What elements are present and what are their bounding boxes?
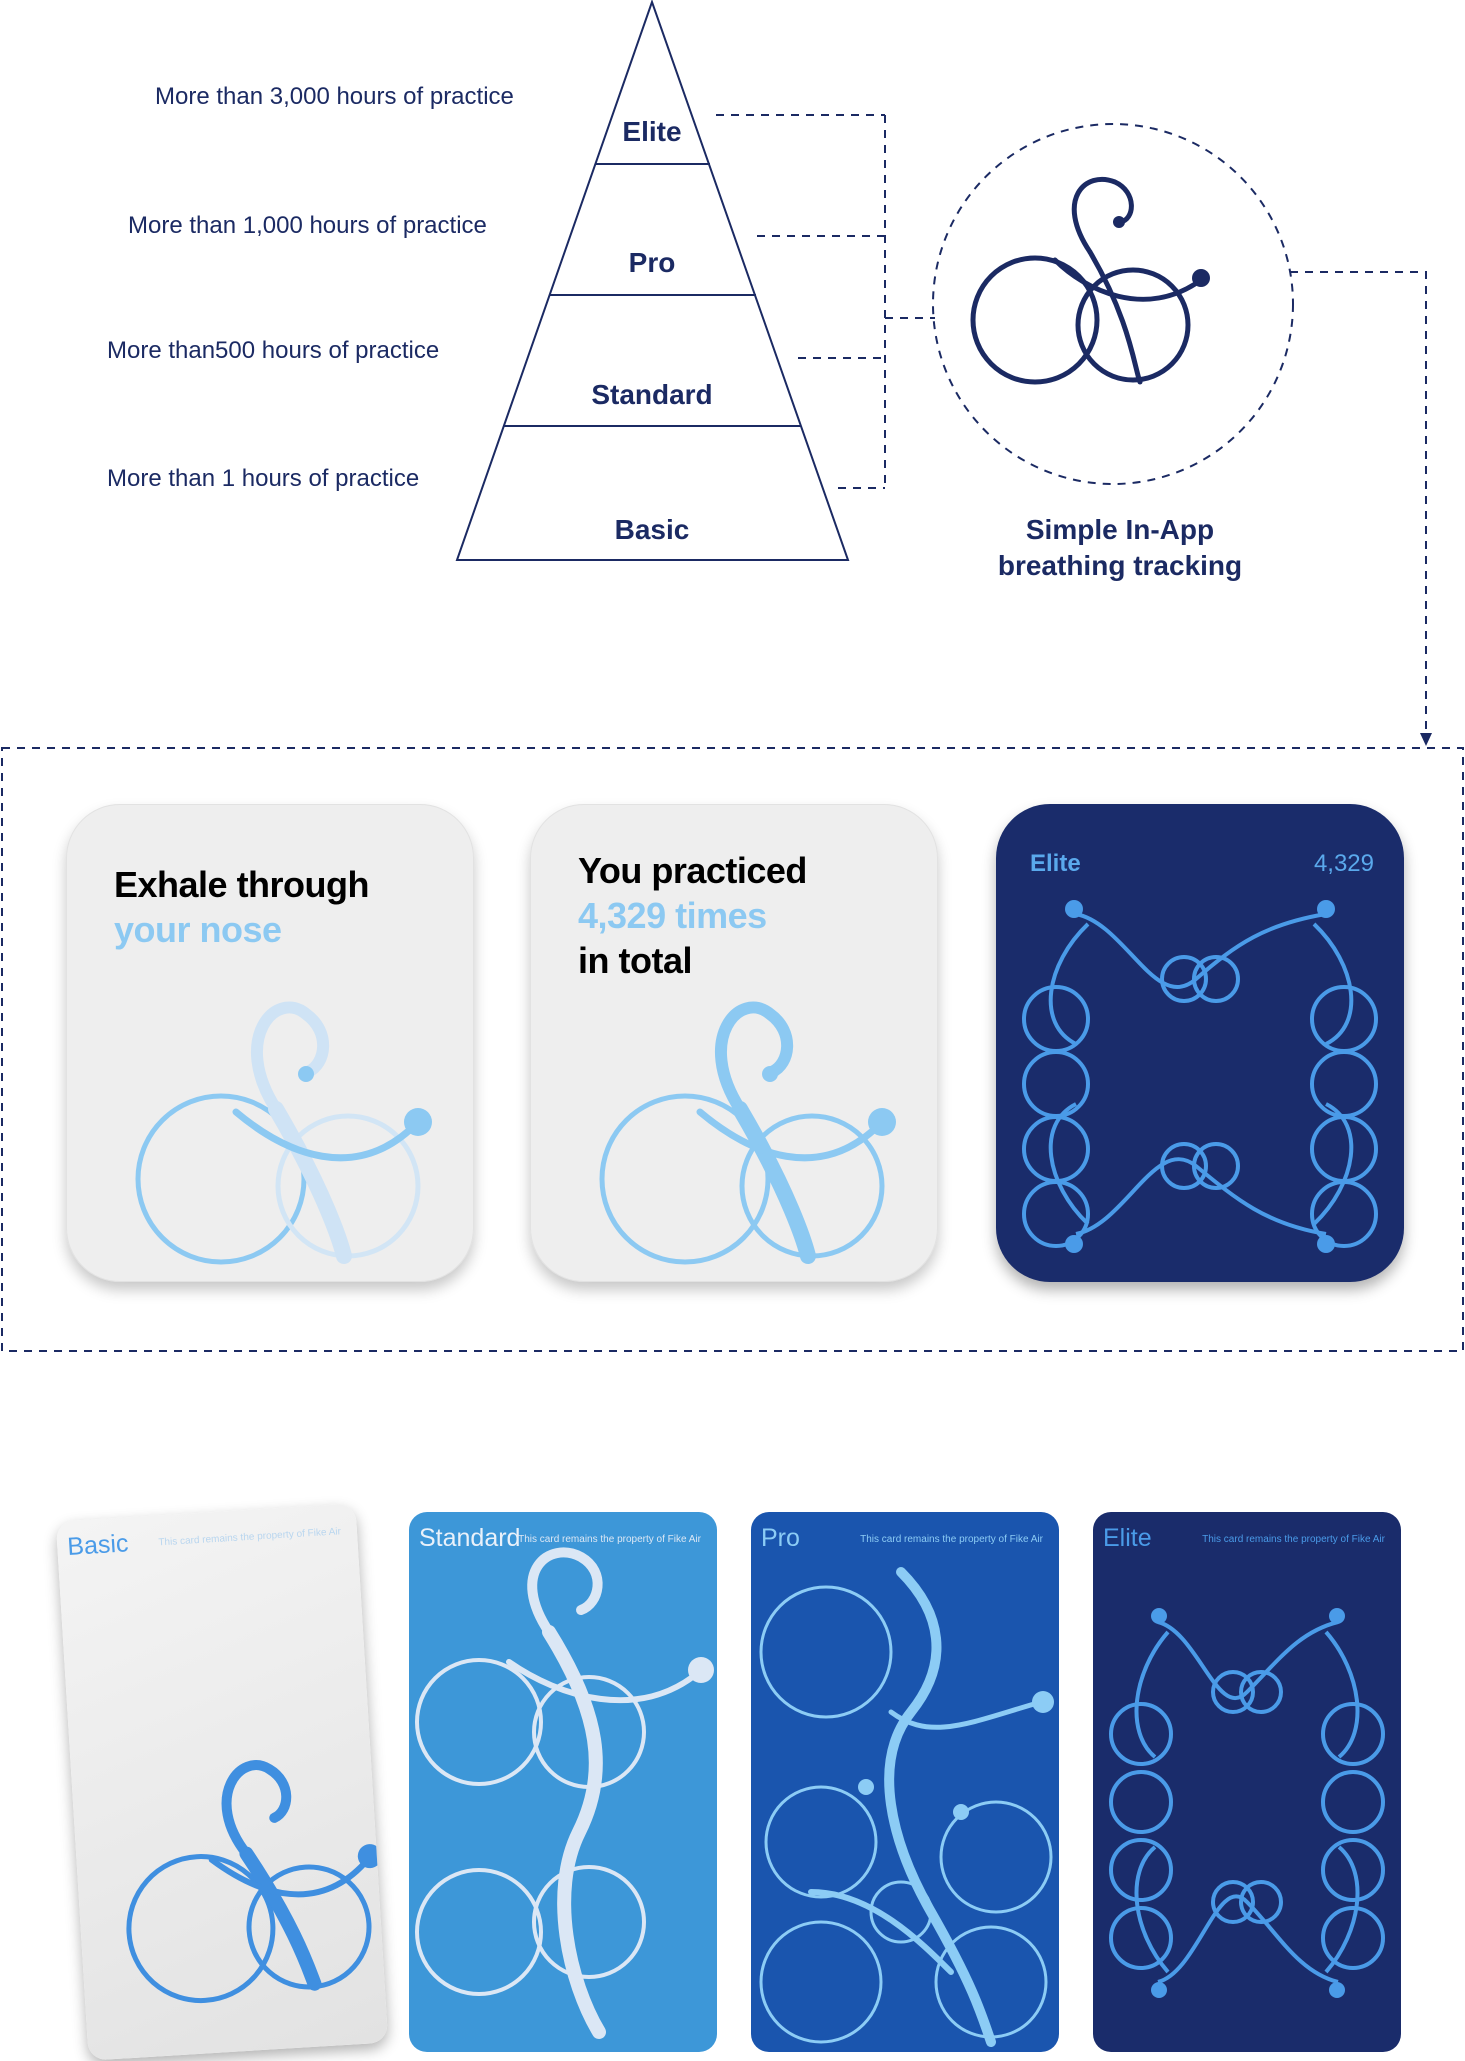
pro-card-name: Pro: [761, 1524, 800, 1552]
membership-card-elite: Elite This card remains the property of …: [1093, 1512, 1401, 2052]
swirl-pattern-icon: [415, 1547, 714, 2039]
pro-card-note: This card remains the property of Fike A…: [860, 1534, 1043, 1545]
tier-basic-label: Basic: [614, 514, 690, 545]
app-screen-practice-count: You practiced 4,329 times in total: [530, 804, 938, 1282]
tier-elite-label: Elite: [622, 116, 682, 147]
practice-heading: You practiced 4,329 times in total: [578, 848, 807, 983]
brand-caption: Simple In-App breathing tracking: [940, 512, 1300, 584]
basic-card-note: This card remains the property of Fike A…: [158, 1526, 342, 1549]
app-screens-frame: [1, 747, 1464, 1352]
practice-heading-line-3: in total: [578, 940, 692, 981]
elite-card-note: This card remains the property of Fike A…: [1202, 1534, 1385, 1545]
practice-count-accent: 4,329 times: [578, 895, 767, 936]
membership-card-pro: Pro This card remains the property of Fi…: [751, 1512, 1059, 2052]
swirl-icon: [599, 1001, 896, 1265]
tier-basic-description: More than 1 hours of practice: [107, 465, 420, 492]
elite-tier-label: Elite: [1030, 850, 1081, 877]
ornament-pattern-icon: [1022, 900, 1378, 1253]
brand-caption-line-2: breathing tracking: [997, 550, 1243, 581]
basic-card-name: Basic: [66, 1529, 130, 1561]
tier-pro-label: Pro: [628, 247, 676, 278]
swirl-icon: [126, 1760, 382, 2004]
tier-standard-description: More than500 hours of practice: [107, 337, 440, 364]
app-screen-exhale: Exhale through your nose: [66, 804, 474, 1282]
swirl-icon: [135, 1001, 432, 1265]
tier-elite-description: More than 3,000 hours of practice: [155, 83, 514, 110]
membership-card-basic: Basic This card remains the property of …: [55, 1503, 389, 2061]
exhale-heading-accent: your nose: [114, 909, 282, 950]
brand-caption-line-1: Simple In-App: [1025, 514, 1215, 545]
standard-card-note: This card remains the property of Fike A…: [518, 1534, 701, 1545]
swirl-pattern-icon: [759, 1567, 1054, 2047]
membership-card-standard: Standard This card remains the property …: [409, 1512, 717, 2052]
elite-card-name: Elite: [1103, 1524, 1152, 1552]
exhale-heading: Exhale through your nose: [114, 862, 370, 952]
standard-card-name: Standard: [419, 1524, 521, 1552]
tier-standard-label: Standard: [591, 379, 713, 410]
practice-heading-line-1: You practiced: [578, 850, 807, 891]
ornament-pattern-icon: [1109, 1608, 1385, 1998]
app-screen-elite: Elite 4,329: [996, 804, 1404, 1282]
elite-practice-count: 4,329: [1313, 850, 1374, 877]
tier-pyramid: [455, 0, 1432, 746]
infinity-swirl-logo-icon: [970, 176, 1210, 385]
exhale-heading-line-1: Exhale through: [114, 864, 370, 905]
tier-pro-description: More than 1,000 hours of practice: [128, 212, 487, 239]
